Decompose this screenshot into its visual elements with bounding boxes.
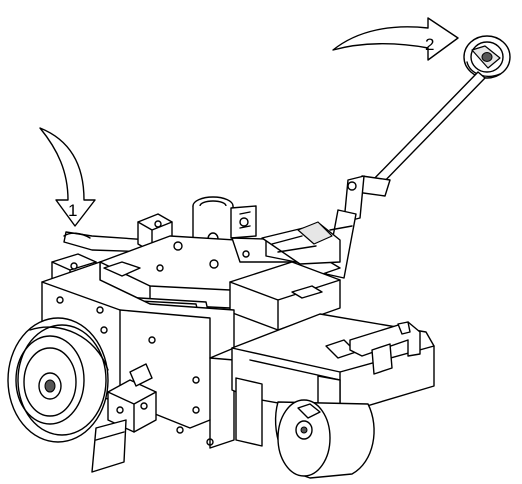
- callout-label-2: 2: [425, 35, 434, 54]
- callout-label-1: 1: [68, 201, 77, 220]
- callout-arrow-1: 1: [40, 128, 95, 226]
- belt-pulley: [8, 318, 108, 442]
- handle-rod: [326, 72, 485, 278]
- grinding-wheel: [276, 400, 375, 478]
- handwheel: [464, 36, 510, 78]
- callout-arrow-2: 2: [333, 18, 458, 60]
